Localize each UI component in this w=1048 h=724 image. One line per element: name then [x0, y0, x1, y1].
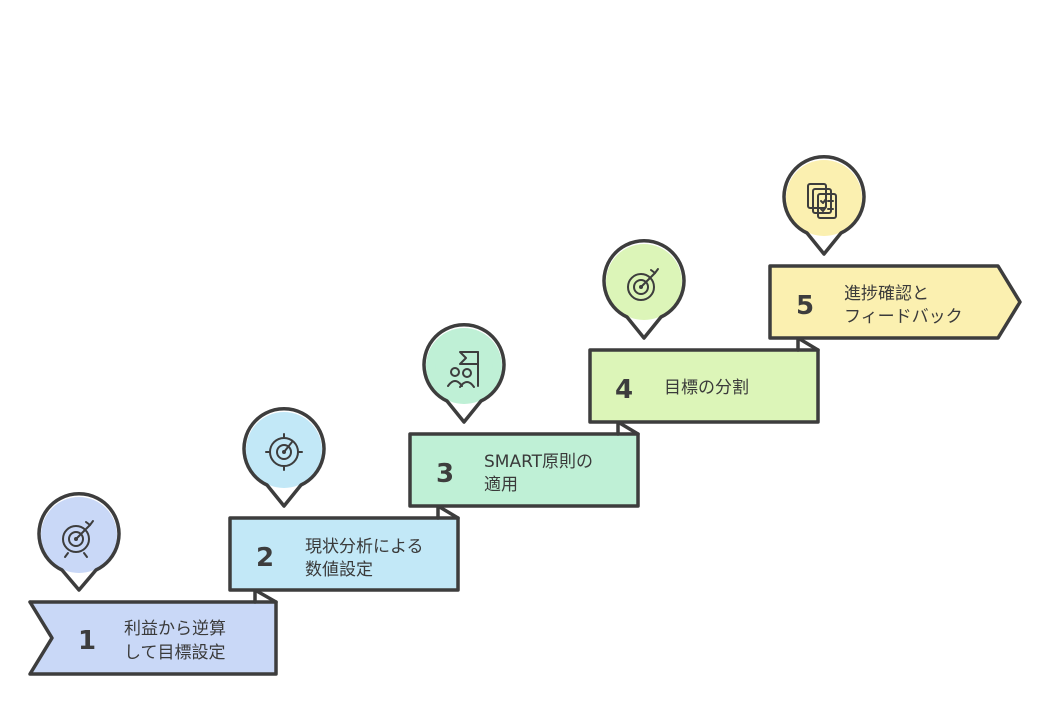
team-flag-icon: [447, 351, 479, 388]
step-4-label-line1: 目標の分割: [664, 378, 749, 398]
step-1-pin: [37, 492, 121, 592]
step-1-number: 1: [78, 626, 96, 656]
step-1-label-line2: して目標設定: [124, 643, 226, 663]
step-5-label-line2: フィードバック: [844, 307, 963, 327]
step-3-label-line2: 適用: [484, 475, 518, 495]
step-2-number: 2: [256, 543, 274, 573]
step-2: 2 現状分析による 数値設定: [228, 407, 460, 592]
step-3-label-line1: SMART原則の: [484, 452, 593, 472]
step-1: 1 利益から逆算 して目標設定: [28, 492, 278, 676]
step-4-number: 4: [615, 375, 633, 405]
step-4-band: [590, 350, 818, 422]
step-2-label-line2: 数値設定: [305, 560, 373, 580]
target-arrow-icon: [627, 268, 659, 301]
step-2-label-line1: 現状分析による: [305, 537, 424, 557]
step-3: 3 SMART原則の 適用: [408, 323, 640, 508]
step-5: 5 進捗確認と フィードバック: [768, 155, 1022, 340]
step-1-band: [30, 602, 276, 674]
step-2-band: [230, 518, 458, 590]
step-1-label-line1: 利益から逆算: [124, 619, 226, 639]
step-3-number: 3: [436, 459, 454, 489]
gauge-target-icon: [265, 433, 303, 471]
step-2-pin: [242, 407, 326, 508]
step-4: 4 目標の分割: [588, 239, 820, 424]
step-4-pin: [602, 239, 686, 340]
step-3-band: [410, 434, 638, 506]
step-5-number: 5: [796, 291, 814, 321]
step-5-band: [770, 266, 1020, 338]
step-5-label-line1: 進捗確認と: [844, 284, 929, 304]
checklist-documents-icon: [807, 183, 837, 219]
step-5-pin: [782, 155, 866, 256]
target-arrow-icon: [62, 520, 94, 558]
step-3-pin: [422, 323, 506, 424]
